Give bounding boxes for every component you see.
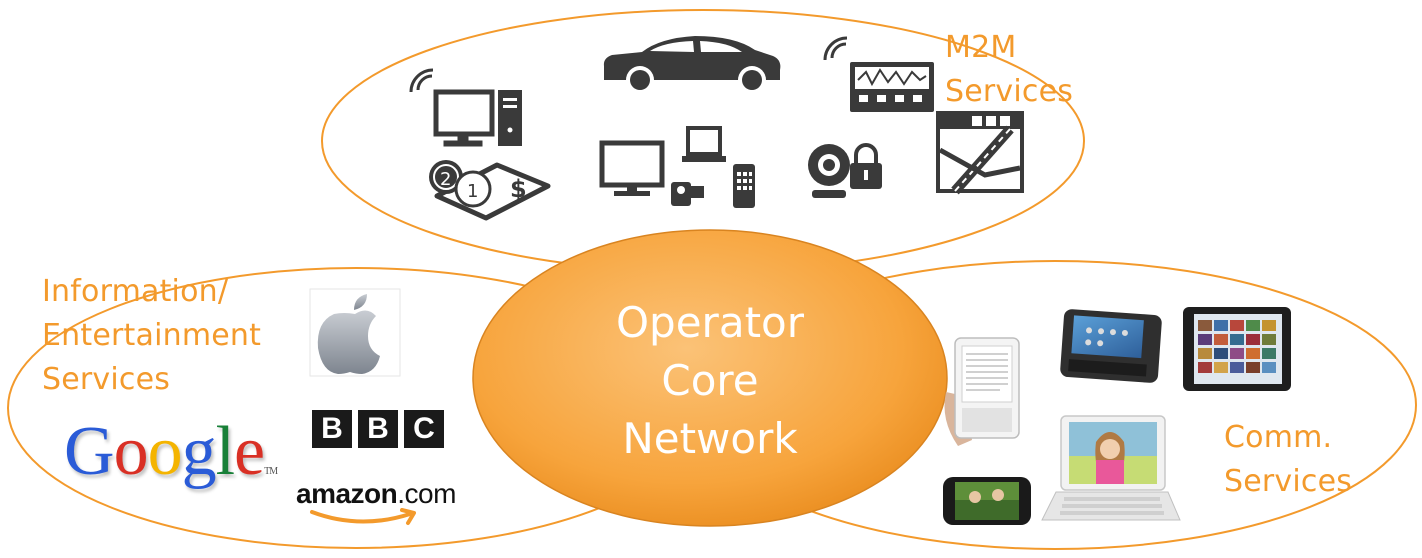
svg-text:1: 1 xyxy=(467,181,478,202)
m2m-label-line-2: Services xyxy=(945,74,1074,109)
info-label-line-2: Entertainment xyxy=(42,318,262,353)
svg-text:$: $ xyxy=(510,175,527,203)
google-letter-1: G xyxy=(64,413,115,490)
core-label-line-1: Operator xyxy=(616,298,804,347)
amazon-name: amazon xyxy=(296,478,398,509)
core-label-line-2: Core xyxy=(661,356,759,405)
google-letter-5: l xyxy=(215,413,235,490)
svg-text:2: 2 xyxy=(440,169,451,190)
m2m-label-line-1: M2M xyxy=(945,30,1017,65)
comm-services-label: Comm. Services xyxy=(1224,416,1352,504)
wireless-desktop-icon xyxy=(409,68,522,147)
bbc-letter-1: B xyxy=(312,410,352,448)
payment-icon: $ 2 1 xyxy=(429,160,551,221)
core-network-label: Operator Core Network xyxy=(565,294,855,468)
google-logo: GoogleTM xyxy=(64,412,278,492)
core-network-ellipse xyxy=(472,229,948,527)
info-services-label: Information/ Entertainment Services xyxy=(42,270,261,402)
car-icon xyxy=(603,36,781,94)
wireless-monitor-icon xyxy=(823,36,934,112)
info-label-line-1: Information/ xyxy=(42,274,229,309)
lock-icon xyxy=(850,143,882,189)
comm-label-line-1: Comm. xyxy=(1224,420,1333,455)
smartphone-icon xyxy=(943,477,1031,525)
google-letter-4: g xyxy=(181,413,217,490)
comm-label-line-2: Services xyxy=(1224,464,1353,499)
tablet-icon xyxy=(1183,307,1291,391)
bbc-letter-2: B xyxy=(358,410,398,448)
m2m-services-label: M2M Services xyxy=(945,26,1073,114)
google-letter-3: o xyxy=(147,413,183,490)
ereader-icon xyxy=(944,337,1020,446)
map-window-icon xyxy=(936,111,1024,195)
webcam-icon xyxy=(808,144,850,198)
devices-icon xyxy=(599,126,755,208)
phone-icon xyxy=(1060,309,1162,383)
google-letter-6: e xyxy=(234,413,265,490)
apple-logo xyxy=(309,288,401,377)
info-label-line-3: Services xyxy=(42,362,171,397)
bbc-letter-3: C xyxy=(404,410,444,448)
google-letter-2: o xyxy=(113,413,149,490)
amazon-suffix: .com xyxy=(397,478,456,509)
netbook-icon xyxy=(1041,415,1181,521)
google-trademark: TM xyxy=(264,466,278,477)
core-label-line-3: Network xyxy=(622,414,798,463)
camera-icon xyxy=(671,182,704,206)
amazon-logo: amazon.com xyxy=(296,478,456,525)
amazon-smile-icon xyxy=(310,508,416,525)
